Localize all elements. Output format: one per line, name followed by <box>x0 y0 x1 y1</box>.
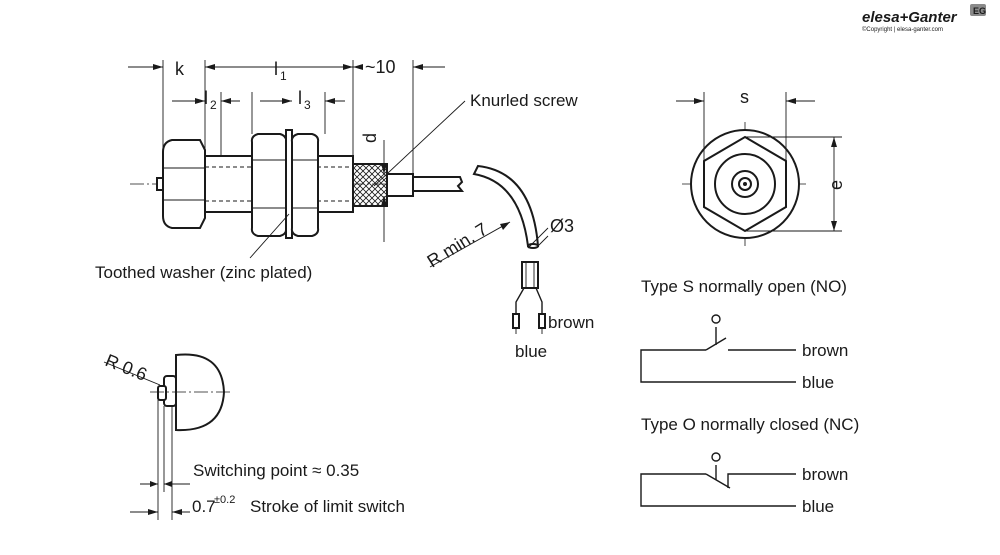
end-view: s e <box>676 87 846 248</box>
label-switching-point: Switching point ≈ 0.35 <box>193 461 359 480</box>
dim-l1: l <box>274 59 278 79</box>
brand-badge: EG <box>973 6 986 16</box>
dim-r-0-6: R 0.6 <box>103 350 150 385</box>
side-view <box>130 129 546 334</box>
label-stroke-value: 0.7 <box>192 497 216 516</box>
dim-d: d <box>360 133 380 143</box>
dim-e: e <box>826 180 846 190</box>
label-wire-brown: brown <box>548 313 594 332</box>
type-s-title: Type S normally open (NO) <box>641 277 847 296</box>
label-wire-blue: blue <box>515 342 547 361</box>
label-stroke-text: Stroke of limit switch <box>250 497 405 516</box>
type-o-diagram: Type O normally closed (NC) brown blue <box>640 415 859 516</box>
label-toothed-washer: Toothed washer (zinc plated) <box>95 263 312 282</box>
dim-l2-sub: 2 <box>210 98 217 112</box>
type-o-title: Type O normally closed (NC) <box>641 415 859 434</box>
dim-dia-3: Ø3 <box>550 216 574 236</box>
dim-l2: l <box>204 88 208 108</box>
dim-k: k <box>175 59 185 79</box>
label-knurled-screw: Knurled screw <box>470 91 578 110</box>
type-s-brown: brown <box>802 341 848 360</box>
brand-name: elesa+Ganter <box>862 9 958 26</box>
type-s-blue: blue <box>802 373 834 392</box>
dim-r-min-7: R min. 7 <box>424 219 491 271</box>
dim-approx-10: ~10 <box>365 57 396 77</box>
dim-l3: l <box>298 88 302 108</box>
dim-l1-sub: 1 <box>280 69 287 83</box>
dim-l3-sub: 3 <box>304 98 311 112</box>
type-o-brown: brown <box>802 465 848 484</box>
dim-s: s <box>740 87 749 107</box>
type-o-blue: blue <box>802 497 834 516</box>
label-stroke-tolerance: ±0.2 <box>214 494 235 506</box>
type-s-diagram: Type S normally open (NO) brown blue <box>640 277 848 392</box>
tip-detail: R 0.6 Switching point ≈ 0.35 0.7 ±0.2 St… <box>103 350 405 520</box>
brand-logo: elesa+Ganter EG ©Copyright | elesa-gante… <box>862 4 986 33</box>
brand-copyright: ©Copyright | elesa-ganter.com <box>862 26 943 33</box>
